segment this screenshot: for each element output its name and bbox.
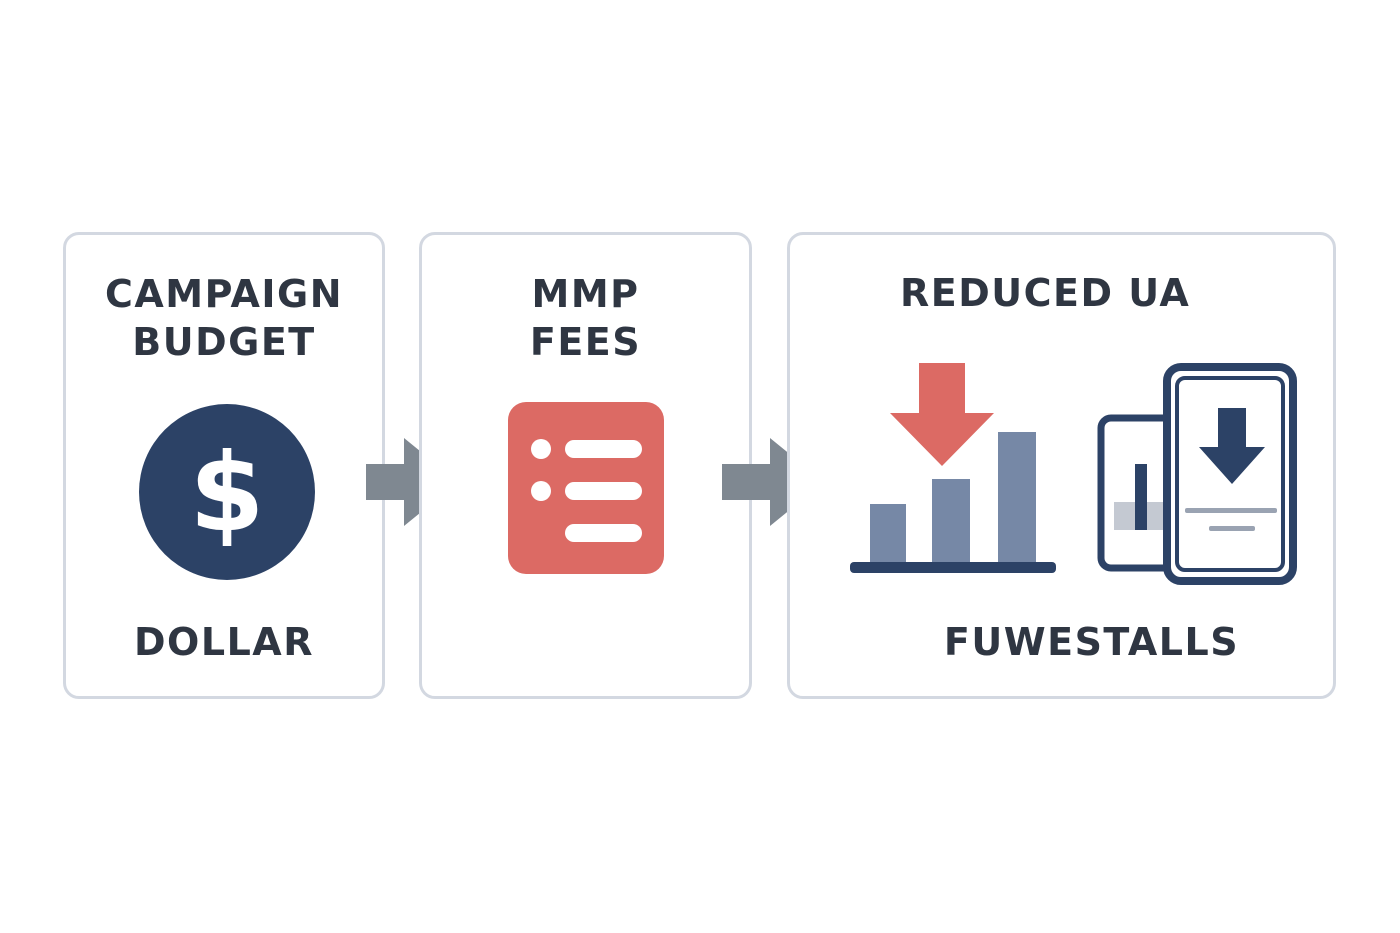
step-caption: FUWESTALLS <box>943 620 1240 664</box>
dollar-icon: $ <box>139 404 315 580</box>
arrow-right-icon <box>722 438 824 526</box>
step-title: REDUCED UA <box>900 271 1191 315</box>
svg-text:$: $ <box>189 431 264 556</box>
step-card-campaign-budget: CAMPAIGN BUDGET $ DOLLAR <box>63 232 385 699</box>
phone-download-icon <box>1097 363 1297 585</box>
step-card-mmp-fees: MMP FEES <box>419 232 752 699</box>
chart-down-icon <box>850 363 1056 573</box>
step-card-reduced-ua: REDUCED UA FUWESTALLS <box>787 232 1336 699</box>
step-caption: DOLLAR <box>134 620 314 664</box>
arrow-right-icon <box>366 438 458 526</box>
list-icon <box>508 402 664 574</box>
step-title: MMP FEES <box>529 272 642 364</box>
step-title: CAMPAIGN BUDGET <box>104 272 343 364</box>
